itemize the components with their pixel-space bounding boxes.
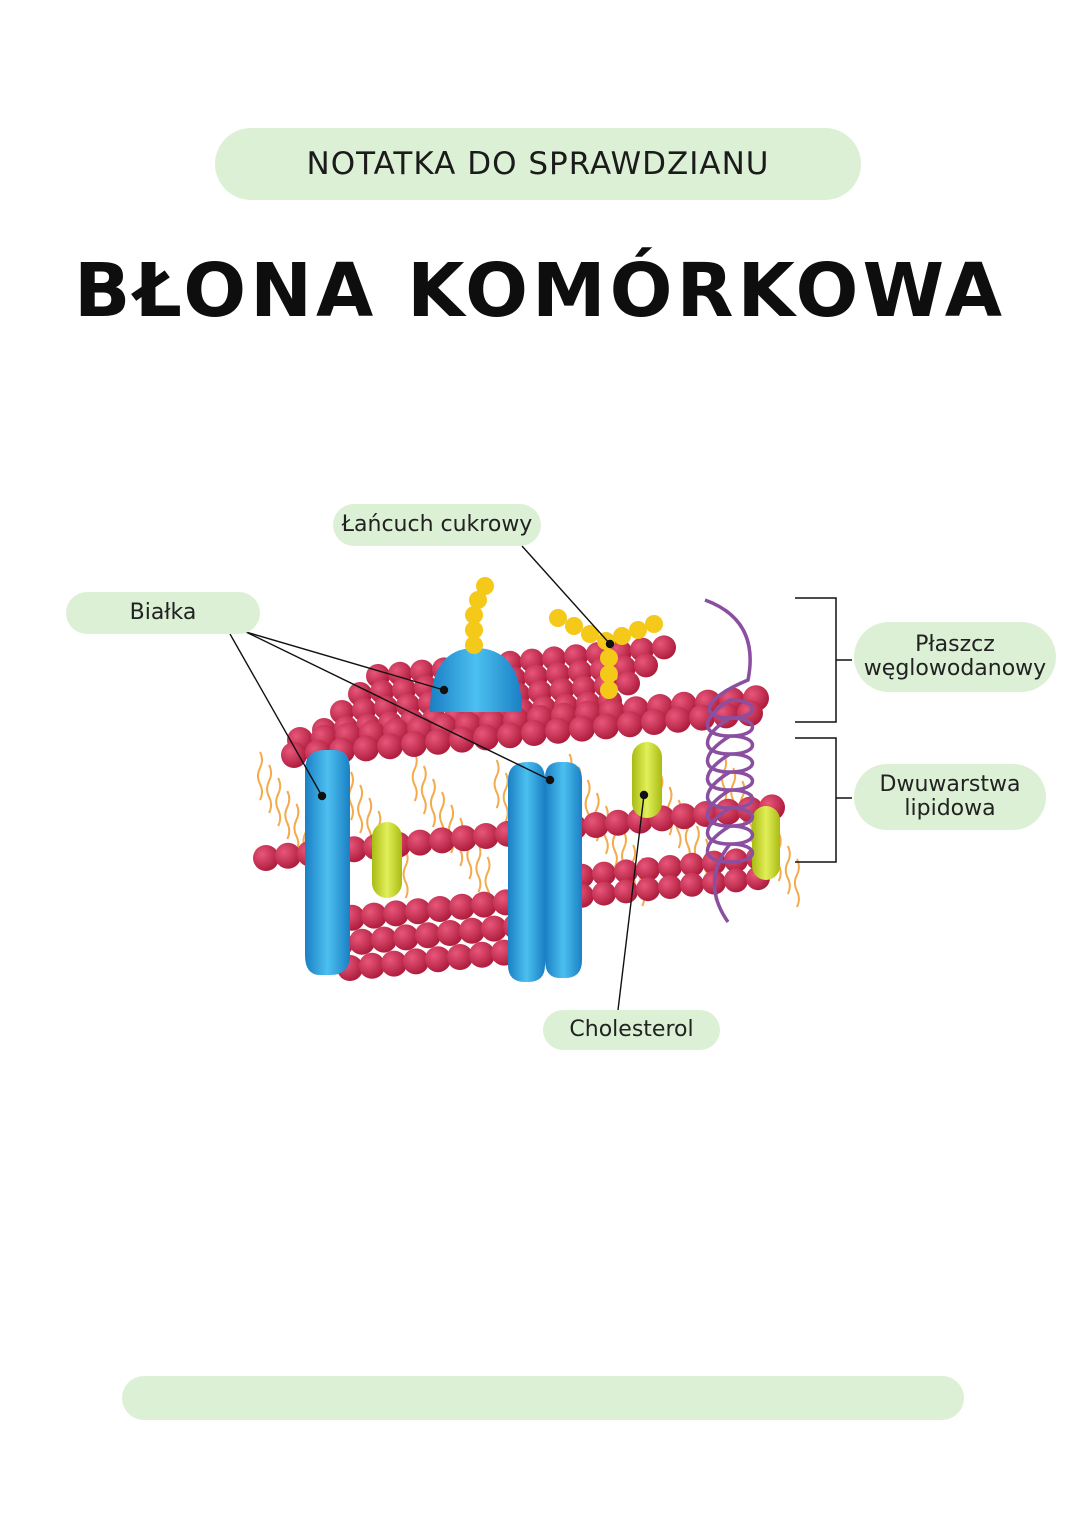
phospholipid-head [614,879,638,903]
lipid-tail [285,791,289,839]
phospholipid-head [425,729,451,755]
lipid-tail [404,850,408,898]
cholesterol-molecule [632,742,662,818]
lipid-tail [504,773,508,821]
footer-bar [122,1376,964,1420]
phospholipid-head [658,875,682,899]
lipid-tail [431,779,435,827]
phospholipid-head [393,924,419,950]
phospholipid-head [349,929,375,955]
lipid-tail [413,753,417,801]
phospholipid-head [593,713,619,739]
phospholipid-head [275,843,301,869]
phospholipid-head [353,735,379,761]
label-lipid-bilayer-line1: Dwuwarstwa [880,773,1021,797]
integral-protein-channel [508,762,582,982]
phospholipid-head [451,825,477,851]
phospholipid-head [429,827,455,853]
lipid-tail [358,785,362,833]
phospholipid-head [383,900,409,926]
phospholipid-head [636,877,660,901]
phospholipid-head [403,948,429,974]
phospholipid-head [634,653,658,677]
phospholipid-head [459,918,485,944]
label-cholesterol-text: Cholesterol [569,1018,693,1042]
phospholipid-head [680,873,704,897]
phospholipid-head [605,810,631,836]
label-proteins-text: Białka [130,601,197,625]
label-lipid-bilayer: Dwuwarstwa lipidowa [854,764,1046,830]
phospholipid-head [415,922,441,948]
phospholipid-head [473,823,499,849]
cholesterol-molecule [372,822,402,898]
phospholipid-head [545,718,571,744]
lipid-tail [795,859,799,907]
phospholipid-head [471,892,497,918]
phospholipid-head [377,733,403,759]
label-carbohydrate-coat: Płaszcz węglowodanowy [854,622,1056,692]
phospholipid-head [405,898,431,924]
lipid-tail [422,766,426,814]
phospholipid-head [652,635,676,659]
phospholipid-head [425,946,451,972]
phospholipid-head [407,830,433,856]
phospholipid-head [481,916,507,942]
bracket-lipid-bilayer [795,738,852,862]
phospholipid-head [671,803,697,829]
phospholipid-head [569,716,595,742]
lipid-tail [476,844,480,892]
phospholipid-head [361,903,387,929]
phospholipid-head [617,711,643,737]
phospholipid-head [665,707,691,733]
phospholipid-head [616,671,640,695]
phospholipid-head [641,709,667,735]
phospholipid-head [447,944,473,970]
phospholipid-head [437,920,463,946]
phospholipid-head [449,727,475,753]
lipid-tail [495,760,499,808]
label-proteins: Białka [66,592,260,634]
label-lipid-bilayer-line2: lipidowa [880,797,1021,821]
upper-phospholipid-heads [281,635,769,768]
lipid-tail [276,778,280,826]
phospholipid-head [469,942,495,968]
integral-protein-left [305,750,350,975]
phospholipid-head [583,812,609,838]
phospholipid-head [497,722,523,748]
lipid-tail [258,752,262,800]
cholesterol-molecule [752,806,780,880]
phospholipid-head [592,882,616,906]
phospholipid-head [381,951,407,977]
phospholipid-head [253,845,279,871]
lipid-tail [786,846,790,894]
label-sugar-chain: Łańcuch cukrowy [333,504,541,546]
label-carbohydrate-coat-line1: Płaszcz [864,633,1046,657]
label-cholesterol: Cholesterol [543,1010,720,1050]
sugar-chain-vertical [465,577,494,654]
phospholipid-head [427,896,453,922]
phospholipid-head [715,799,741,825]
phospholipid-head [401,731,427,757]
phospholipid-head [449,894,475,920]
label-sugar-chain-text: Łańcuch cukrowy [342,513,533,537]
phospholipid-head [473,724,499,750]
lipid-tail [294,804,298,852]
phospholipid-head [359,953,385,979]
lipid-tail [267,765,271,813]
bracket-carbohydrate-coat [795,598,852,722]
phospholipid-head [521,720,547,746]
phospholipid-head [724,868,748,892]
label-carbohydrate-coat-line2: węglowodanowy [864,657,1046,681]
phospholipid-head [371,927,397,953]
